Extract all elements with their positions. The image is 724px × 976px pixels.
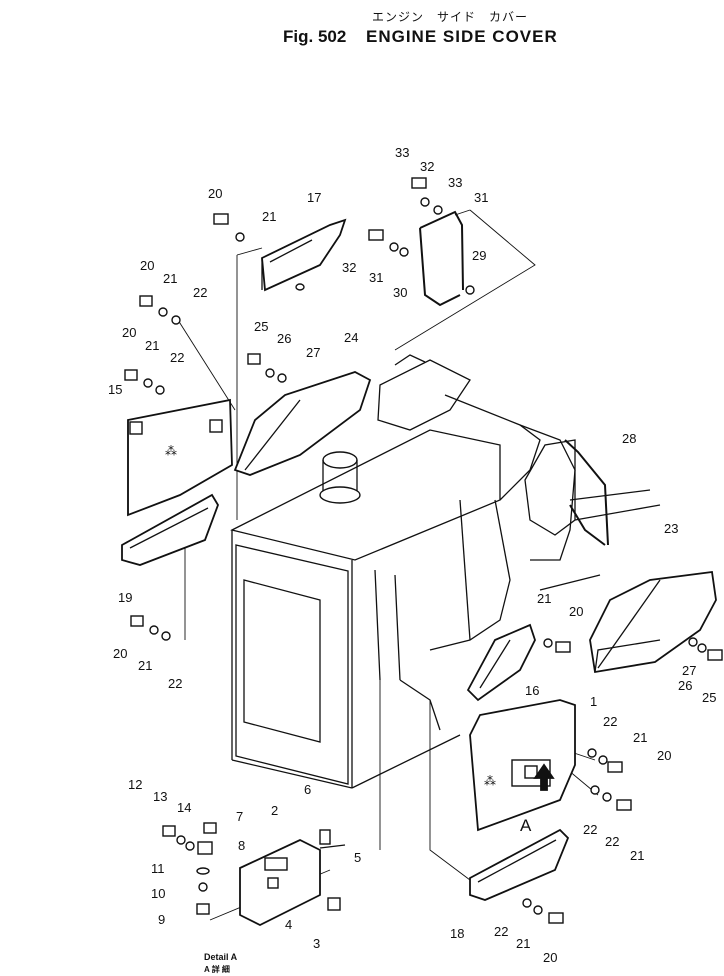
callout-21-top: 21 (262, 209, 276, 224)
callout-18: 18 (450, 926, 464, 941)
part-24-cover (233, 371, 372, 476)
detail-a-japanese: A 詳 細 (204, 965, 230, 974)
part-29-handle (419, 210, 464, 307)
part-callouts: 33 32 33 31 17 20 21 32 31 30 29 20 21 2… (108, 145, 716, 965)
callout-20-a: 20 (140, 258, 154, 273)
callout-21-right: 21 (537, 591, 551, 606)
callout-1: 1 (590, 694, 597, 709)
callout-11: 11 (151, 861, 165, 876)
exhaust-stack (319, 451, 361, 504)
part-2-latch-plate (239, 839, 321, 927)
callout-22-b: 22 (170, 350, 184, 365)
part-23-cover (589, 570, 717, 674)
callout-7: 7 (236, 809, 243, 824)
callout-20-right: 20 (569, 604, 583, 619)
figure-number: Fig. 502 (283, 27, 347, 46)
engine-hood-body (230, 429, 501, 789)
callout-20-f: 20 (543, 950, 557, 965)
callout-31-top: 33 (395, 145, 409, 160)
callout-25-right: 25 (702, 690, 716, 705)
callout-23: 23 (664, 521, 678, 536)
callout-20-d: 20 (657, 748, 671, 763)
part-15-cover: ⁂ (127, 398, 233, 517)
callout-5: 5 (354, 850, 361, 865)
callout-17: 17 (307, 190, 321, 205)
callout-4: 4 (285, 917, 292, 932)
callout-6: 6 (304, 782, 311, 797)
callout-12: 12 (128, 777, 142, 792)
callout-22-c: 22 (168, 676, 182, 691)
part-17-bracket (261, 218, 347, 292)
callout-20-top: 20 (208, 186, 222, 201)
callout-13: 13 (153, 789, 167, 804)
callout-10: 10 (151, 886, 165, 901)
callout-21-b: 21 (145, 338, 159, 353)
svg-text:⁂: ⁂ (165, 444, 177, 458)
callout-20-b: 20 (122, 325, 136, 340)
callout-24: 24 (344, 330, 358, 345)
engine-frame (374, 354, 661, 731)
callout-9: 9 (158, 912, 165, 927)
callout-20-c: 20 (113, 646, 127, 661)
japanese-title: エンジン サイド カバー (372, 10, 529, 24)
fastener-set (124, 177, 723, 924)
callout-27-right: 27 (682, 663, 696, 678)
part-19-plate (121, 493, 219, 566)
callout-21-c: 21 (138, 658, 152, 673)
callout-21-f: 21 (516, 936, 530, 951)
callout-21-e: 22 (605, 834, 619, 849)
callout-33-top: 33 (448, 175, 462, 190)
callout-29: 31 (474, 190, 488, 205)
callout-14: 14 (177, 800, 191, 815)
callout-8: 8 (238, 838, 245, 853)
callout-22-d: 22 (603, 714, 617, 729)
callout-22-f: 22 (494, 924, 508, 939)
callout-27-left: 27 (306, 345, 320, 360)
callout-2: 2 (271, 803, 278, 818)
callout-33-mid: 30 (393, 285, 407, 300)
callout-28: 28 (622, 431, 636, 446)
part-28-handle (524, 439, 609, 546)
callout-a: A (520, 816, 532, 835)
callout-16: 16 (525, 683, 539, 698)
callout-22-a: 22 (193, 285, 207, 300)
figure-title: ENGINE SIDE COVER (366, 27, 558, 46)
callout-30: 29 (472, 248, 486, 263)
callout-21-a: 21 (163, 271, 177, 286)
callout-32-top: 32 (420, 159, 434, 174)
callout-19: 19 (118, 590, 132, 605)
part-1-cover: ⁂ (469, 699, 576, 832)
callout-21-d: 21 (633, 730, 647, 745)
callout-22-e: 22 (583, 822, 597, 837)
callout-31-mid: 32 (342, 260, 356, 275)
part-18-plate (469, 828, 570, 901)
part-16-bracket (466, 623, 536, 702)
callout-20-e: 21 (630, 848, 644, 863)
detail-a-label: Detail A (204, 952, 238, 962)
callout-15: 15 (108, 382, 122, 397)
callout-32-mid: 31 (369, 270, 383, 285)
callout-26-left: 26 (277, 331, 291, 346)
callout-3: 3 (313, 936, 320, 951)
svg-text:⁂: ⁂ (484, 774, 496, 788)
callout-26-right: 26 (678, 678, 692, 693)
callout-25-left: 25 (254, 319, 268, 334)
